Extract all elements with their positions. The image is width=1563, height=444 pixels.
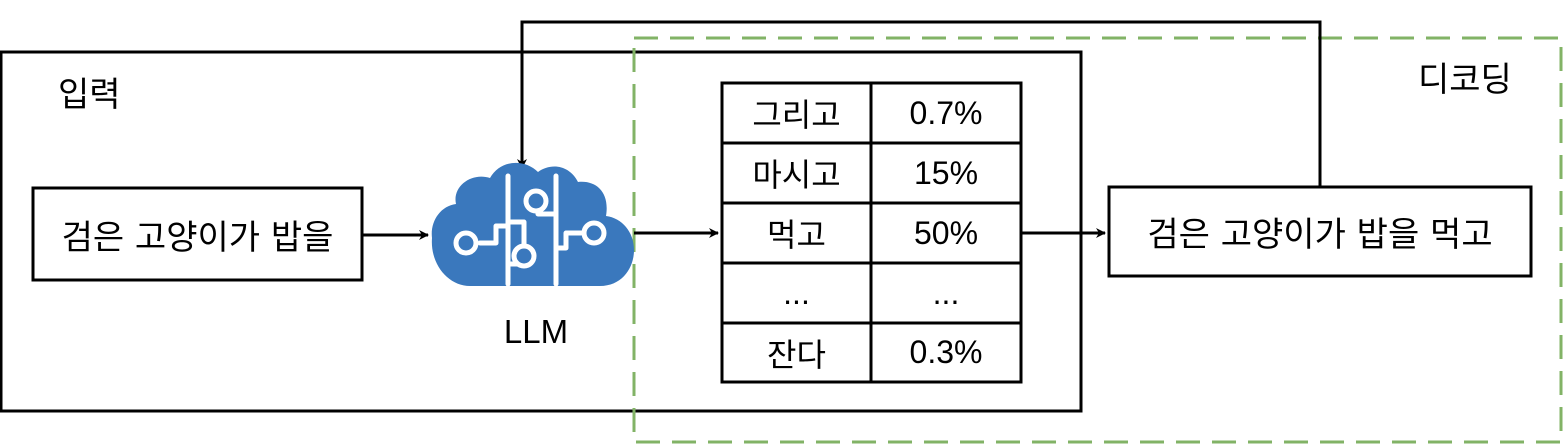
llm-label: LLM [503,313,569,350]
token-cell: 잔다 [767,335,826,374]
feedback-arrow [517,20,1322,187]
prob-cell: 0.3% [909,334,983,370]
input-text: 검은 고양이가 밥을 [61,217,334,258]
token-cell: 먹고 [767,216,826,254]
brain-cloud-icon [431,162,634,287]
prob-cell: 50% [913,214,979,251]
token-cell: ... [783,274,810,311]
input-text-box [31,186,364,282]
prob-cell: 15% [913,154,979,191]
output-text: 검은 고양이가 밥을 먹고 [1147,215,1493,255]
prob-cell: 0.7% [909,94,983,131]
prob-cell: ... [932,274,960,311]
decoding-region [632,36,1563,444]
token-cell: 마시고 [752,156,841,194]
token-table-grid [720,81,1023,384]
decoding-region-label: 디코딩 [1418,60,1512,100]
input-region-label: 입력 [58,75,121,115]
token-cell: 그리고 [752,96,841,134]
